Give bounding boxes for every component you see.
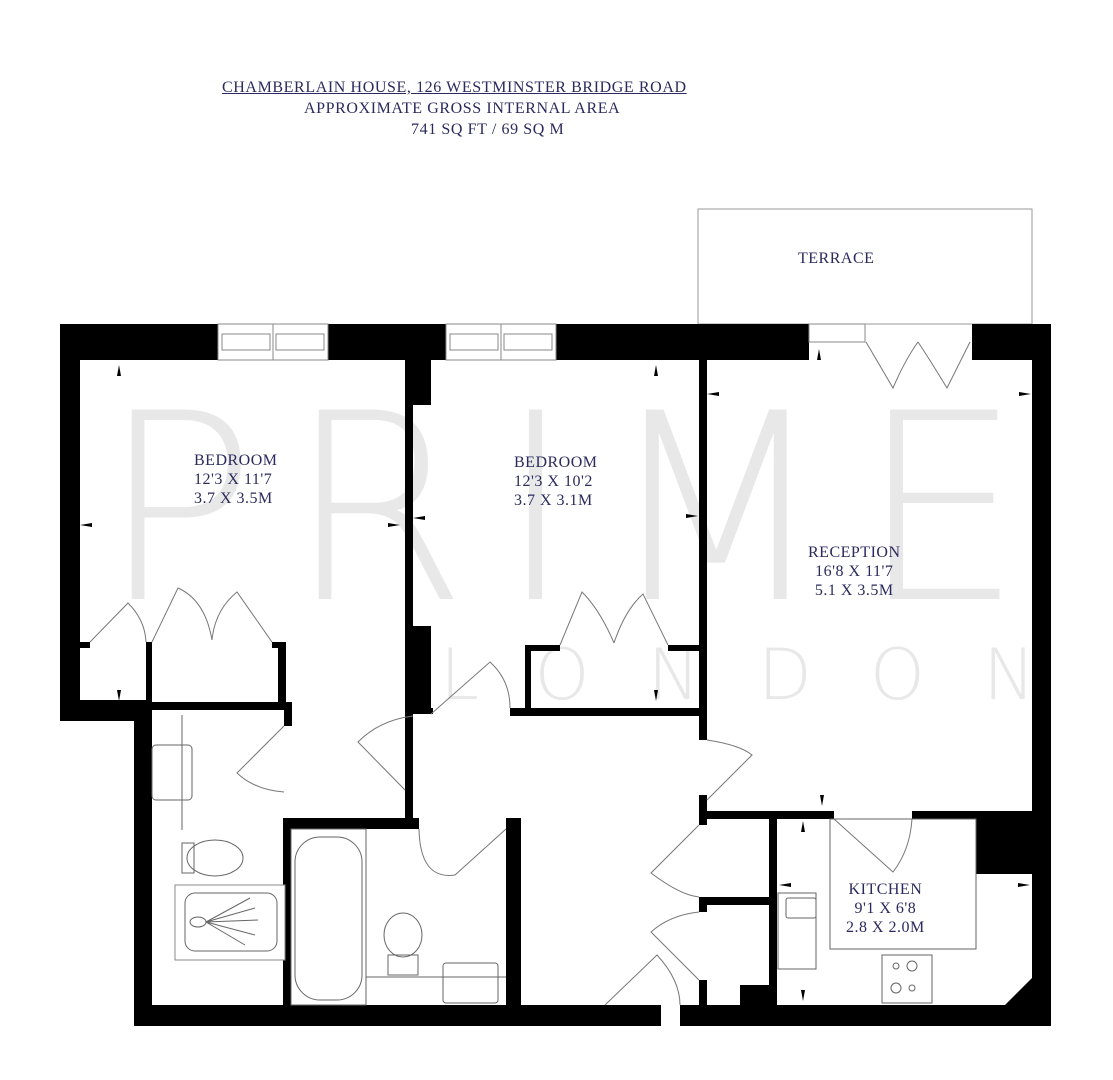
room-name: TERRACE [798,250,875,267]
room-label-terrace: TERRACE [798,249,874,268]
room-label-reception: RECEPTION 16'8 X 11'7 5.1 X 3.5M [808,543,901,600]
dimension-arrows [80,349,1031,1001]
room-name: KITCHEN [848,881,923,898]
room-label-kitchen: KITCHEN 9'1 X 6'8 2.8 X 2.0M [846,880,925,937]
windows [217,323,866,361]
room-dimensions-imperial: 12'3 X 10'2 [514,473,593,490]
room-dimensions-metric: 5.1 X 3.5M [814,582,894,599]
room-name: BEDROOM [514,454,598,471]
room-dimensions-metric: 3.7 X 3.5M [194,490,273,507]
door-swings [89,341,971,1006]
room-label-bedroom-1: BEDROOM 12'3 X 11'7 3.7 X 3.5M [194,451,278,508]
room-name: RECEPTION [808,544,901,561]
kitchen-fixtures [777,818,977,1004]
room-dimensions-imperial: 9'1 X 6'8 [854,900,917,917]
bathroom-fixtures [151,715,506,1006]
walls [60,324,1051,1026]
room-dimensions-metric: 3.7 X 3.1M [514,492,593,509]
room-dimensions-metric: 2.8 X 2.0M [846,919,925,936]
room-dimensions-imperial: 16'8 X 11'7 [815,563,894,580]
room-dimensions-imperial: 12'3 X 11'7 [194,471,273,488]
area-value: 741 SQ FT / 69 SQ M [411,121,565,138]
area-label: Approximate Gross Internal Area [304,100,621,117]
room-label-bedroom-2: BEDROOM 12'3 X 10'2 3.7 X 3.1M [514,453,598,510]
room-name: BEDROOM [194,452,278,469]
address-title: Chamberlain House, 126 Westminster Bridg… [222,79,687,96]
